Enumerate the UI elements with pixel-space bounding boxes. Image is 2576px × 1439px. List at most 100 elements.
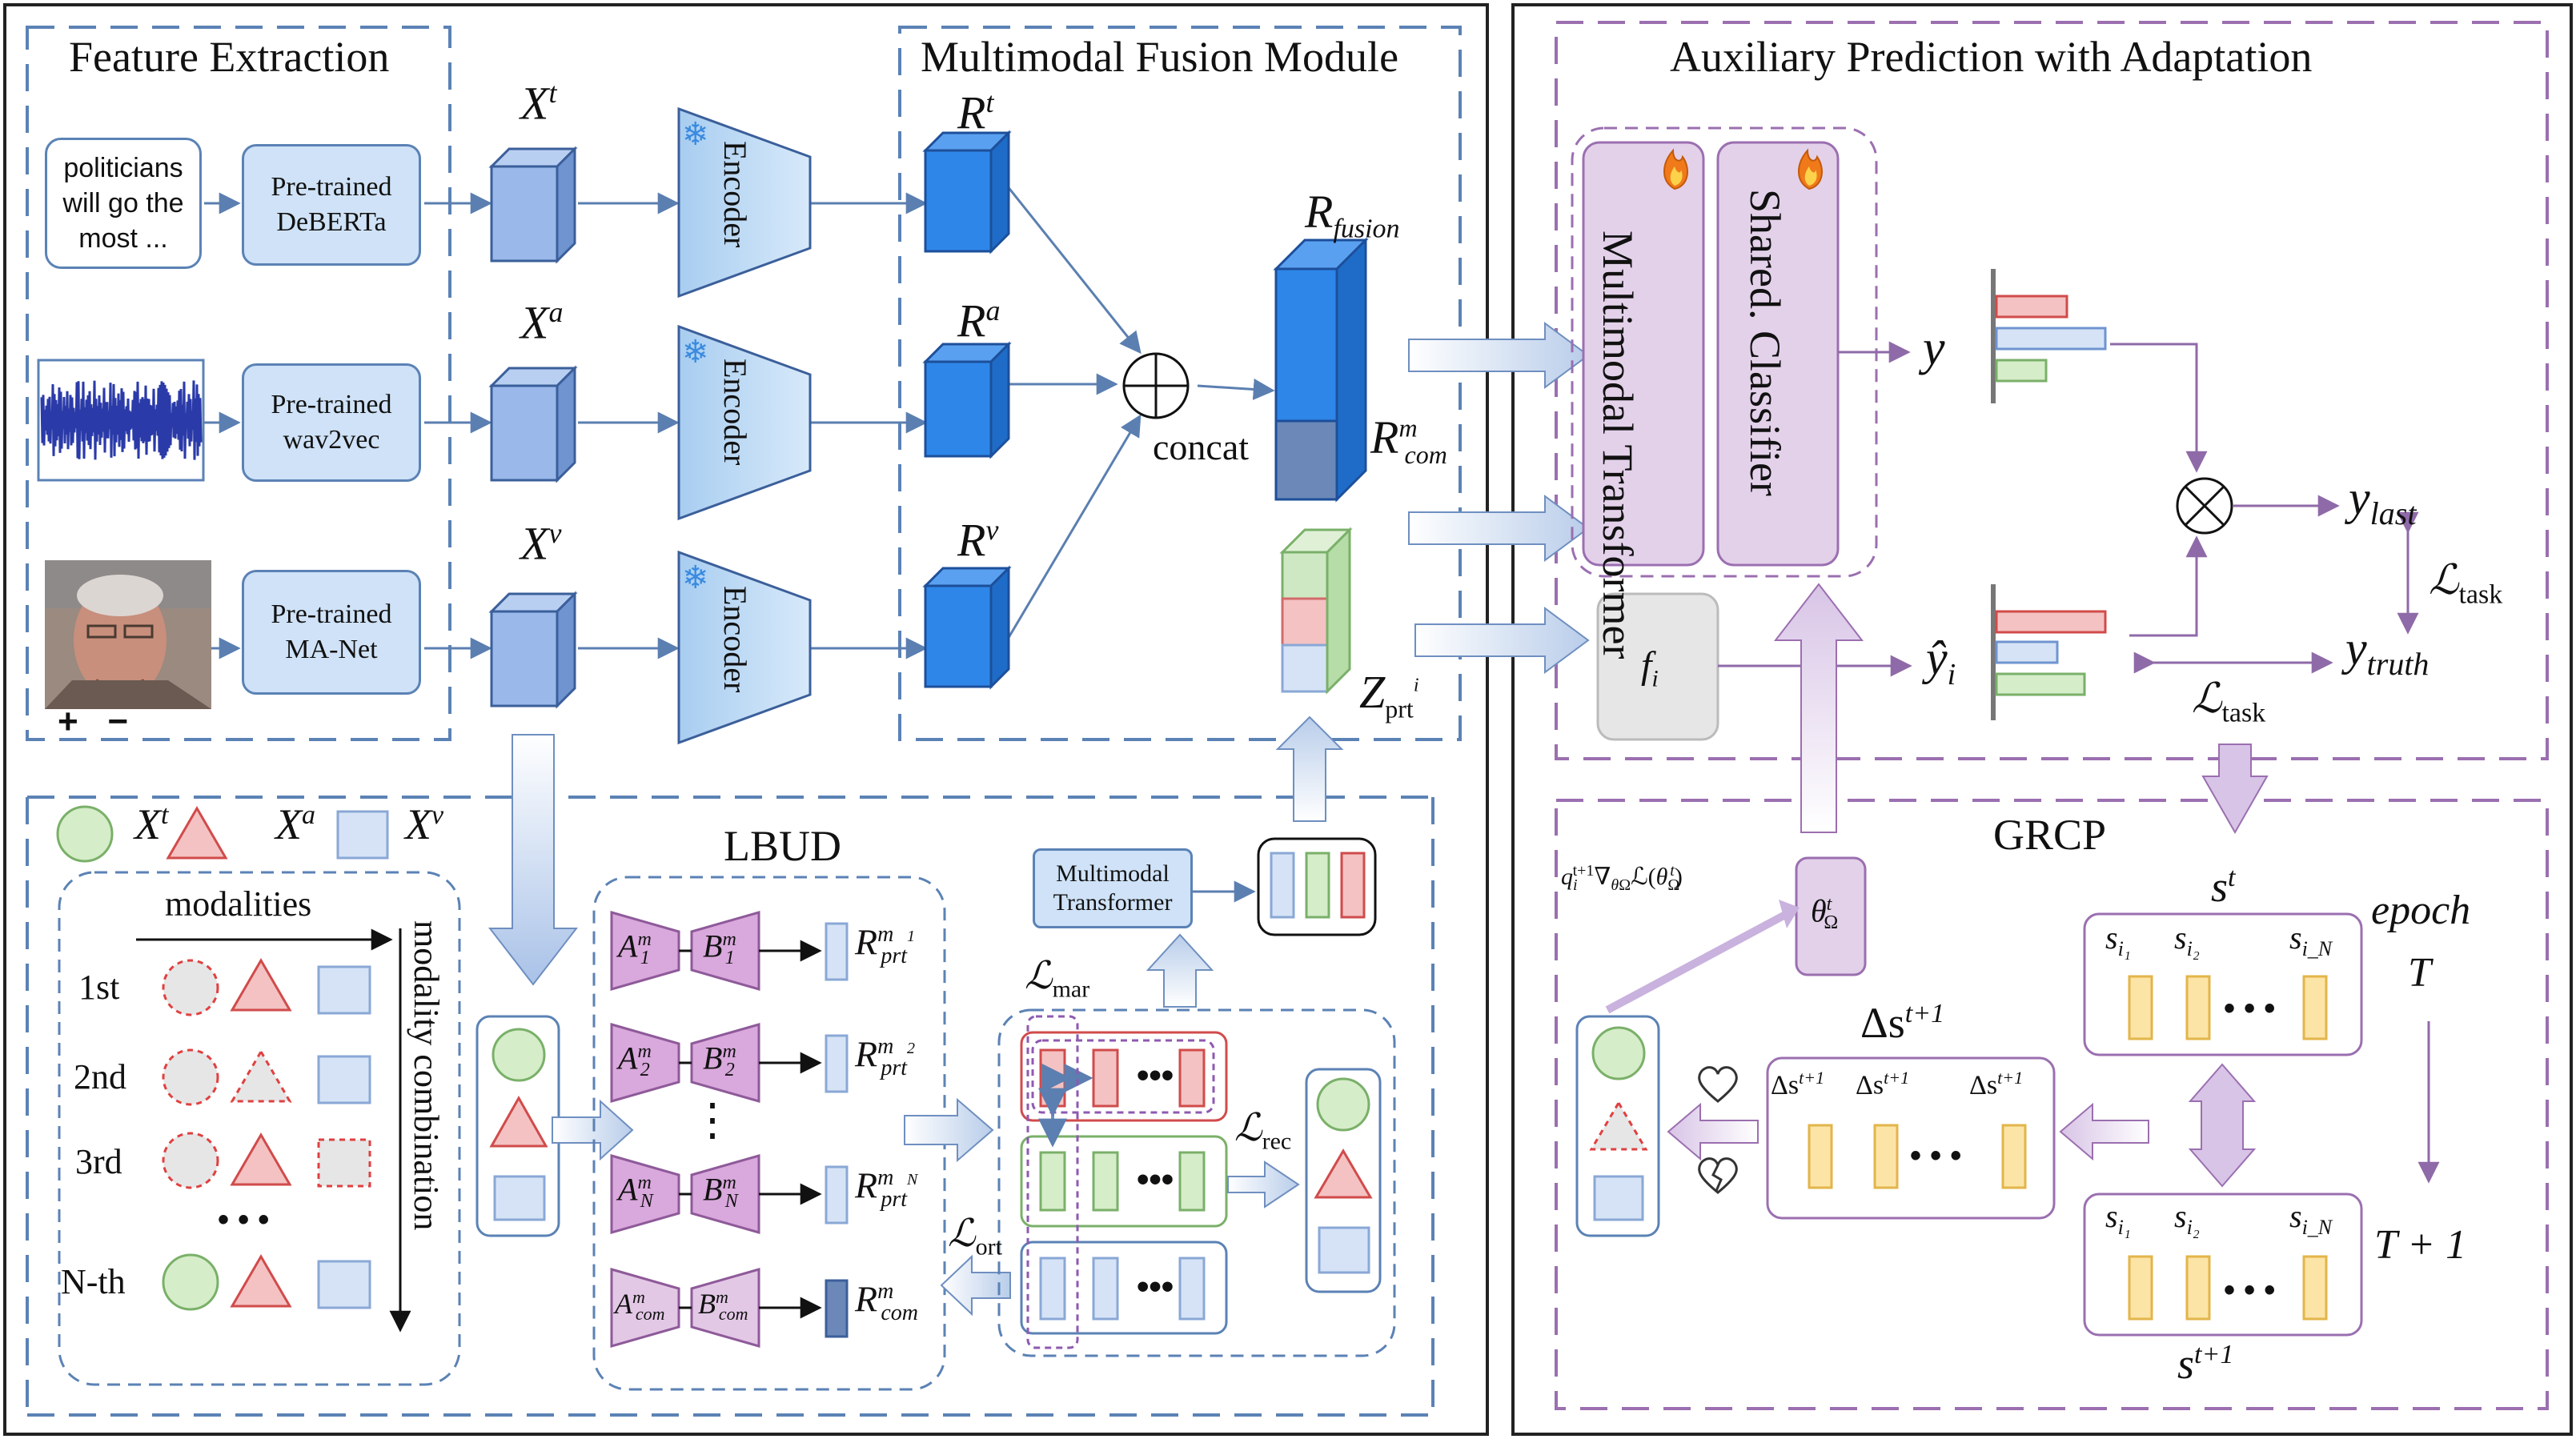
y-hat-label: ŷi: [1926, 631, 1956, 691]
z-prt-label: Zprti: [1359, 666, 1419, 724]
r-fusion-cube: [1273, 237, 1369, 503]
lbud-an: AmN: [618, 1171, 653, 1213]
lbud-a2: Am2: [618, 1040, 652, 1081]
mar-row-dots: •••: [1137, 1056, 1174, 1095]
aux-frame: [1555, 21, 2549, 760]
lbud-bowties: [610, 911, 849, 1348]
rec-row-dots: •••: [1137, 1160, 1174, 1199]
z-prt-cube: [1279, 527, 1353, 695]
lbud-rcom: Rmcom: [855, 1278, 918, 1325]
encoder-audio-label: Encoder: [717, 359, 753, 466]
lbud-bcom: Bmcom: [698, 1287, 748, 1325]
extractor-manet: Pre-trained MA-Net: [242, 570, 421, 695]
encoder-text-label: Encoder: [717, 141, 753, 248]
l-task-label-2: ℒtask: [2192, 676, 2266, 728]
rep-cubes: [922, 130, 1012, 690]
section-title-feature-extraction: Feature Extraction: [69, 33, 390, 81]
extractor-deberta: Pre-trained DeBERTa: [242, 144, 421, 266]
epoch-T1-label: T + 1: [2374, 1222, 2467, 1268]
lbud-b1: Bm1: [703, 928, 736, 969]
label-rt: Rt: [957, 86, 994, 139]
lbud-r2: Rmprt2: [855, 1033, 916, 1080]
feature-cubes: [488, 146, 578, 709]
bar-plot-y: [1991, 269, 2107, 403]
multimodal-transformer-block: Multimodal Transformer: [1594, 230, 1642, 659]
loss-ort: ℒort: [948, 1213, 1002, 1261]
multimodal-transformer-small: Multimodal Transformer: [1033, 848, 1193, 928]
fusion-module-frame: [898, 26, 1462, 741]
lbud-bn: BmN: [703, 1171, 738, 1213]
s1-row-dots: • • •: [2224, 1273, 2276, 1308]
snowflake-icon: ❄: [682, 335, 709, 370]
speaker-face-image: [45, 560, 211, 709]
legend-xt: Xt: [134, 800, 169, 848]
loss-rec: ℒrec: [1234, 1107, 1292, 1155]
ds-iN-label: Δst+1: [1969, 1068, 2024, 1100]
modalities-label: modalities: [165, 884, 312, 924]
s-i1-label: si₁: [2105, 920, 2131, 960]
section-title-auxiliary: Auxiliary Prediction with Adaptation: [1670, 33, 2313, 81]
snowflake-icon: ❄: [682, 117, 709, 152]
heart-icons: [1698, 1066, 1738, 1194]
fusion-to-aux-arrows: [1408, 322, 1590, 674]
concat-symbol: [1122, 352, 1190, 419]
y-last-label: ylast: [2349, 471, 2417, 531]
legend-xv: Xv: [405, 800, 444, 848]
gradient-label: qit+1∇θΩℒ(θΩt): [1561, 862, 1683, 894]
extractor-wav2vec: Pre-trained wav2vec: [242, 363, 421, 482]
row-nth: N-th: [61, 1262, 126, 1301]
s-row-dots: • • •: [2224, 991, 2276, 1026]
lbud-a1: Am1: [618, 928, 652, 969]
row-3rd: 3rd: [75, 1142, 122, 1181]
delta-s-label: Δst+1: [1860, 999, 1945, 1047]
section-title-fusion-module: Multimodal Fusion Module: [921, 33, 1399, 81]
theta-label: θtΩ: [1811, 892, 1839, 934]
loss-mar: ℒmar: [1025, 955, 1090, 1003]
flame-icons: [1663, 148, 1823, 190]
st-label: st: [2211, 863, 2236, 911]
multiply-symbol: [2176, 477, 2233, 535]
ds-i2-label: Δst+1: [1856, 1068, 1910, 1100]
feature-extraction-frame: [26, 26, 451, 741]
lbud-b2: Bm2: [703, 1040, 736, 1081]
l-task-label-1: ℒtask: [2429, 558, 2503, 610]
epoch-T-label: T: [2408, 950, 2431, 996]
modality-combination-label: modality combination: [407, 920, 446, 1231]
encoders: [677, 106, 812, 745]
ds-row-dots: • • •: [1910, 1138, 1962, 1173]
st1-label: st+1: [2177, 1340, 2234, 1388]
s1-i1-label: si₁: [2105, 1198, 2131, 1239]
concat-label: concat: [1153, 427, 1250, 467]
s-iN-label: si_N: [2289, 920, 2333, 960]
row-2nd: 2nd: [74, 1057, 126, 1096]
encoder-video-label: Encoder: [717, 586, 753, 693]
label-xv: Xv: [520, 517, 562, 570]
snowflake-icon: ❄: [682, 560, 709, 595]
y-truth-label: ytruth: [2345, 622, 2430, 682]
text-input-sample: politicians will go the most ...: [45, 138, 202, 269]
r-com-label: Rmcom: [1370, 411, 1447, 469]
ds-i1-label: Δst+1: [1771, 1068, 1825, 1100]
s1-iN-label: si_N: [2289, 1198, 2333, 1239]
lbud-rn: RmprtN: [855, 1164, 918, 1212]
ort-row-dots: •••: [1137, 1267, 1174, 1306]
combination-grid: [162, 958, 371, 1311]
left-panel-frame: [3, 3, 1489, 1436]
section-title-grcp: GRCP: [1993, 811, 2107, 859]
shared-classifier-block: Shared. Classifier: [1741, 189, 1789, 496]
label-ra: Ra: [957, 295, 1001, 347]
epoch-label: epoch: [2371, 888, 2471, 933]
label-xt: Xt: [520, 77, 557, 130]
s1-i2-label: si₂: [2174, 1198, 2200, 1239]
lbud-r1: Rmprt1: [855, 921, 916, 968]
label-xa: Xa: [520, 296, 564, 349]
grcp-frame: [1555, 799, 2549, 1410]
row-1st: 1st: [78, 968, 120, 1007]
video-controls: + −: [58, 702, 129, 741]
lbud-acom: Amcom: [615, 1287, 665, 1325]
r-fusion-label: Rfusion: [1305, 186, 1400, 244]
section-title-lbud: LBUD: [724, 822, 841, 870]
s-i2-label: si₂: [2174, 920, 2200, 960]
label-rv: Rv: [957, 514, 999, 567]
